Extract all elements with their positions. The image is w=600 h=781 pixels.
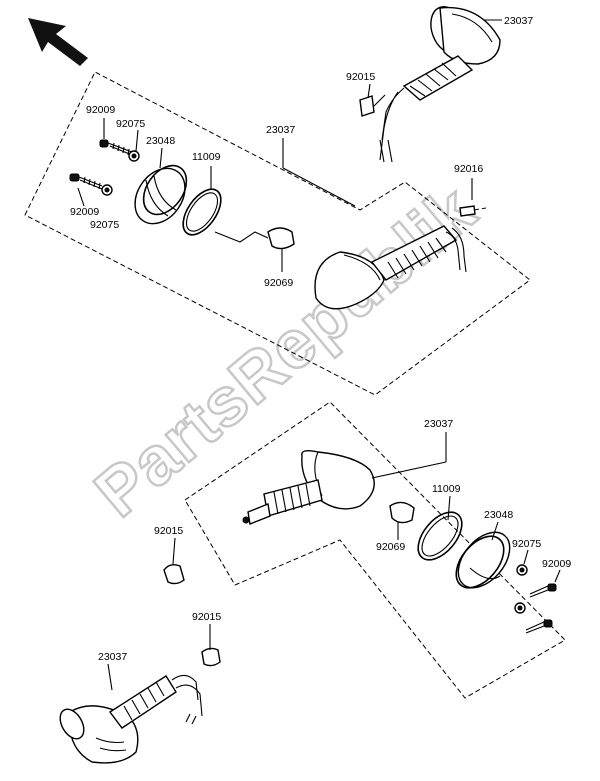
washer-92075-lower-b — [514, 602, 526, 614]
housing-23037-lower — [242, 449, 375, 525]
label-92069-upper: 92069 — [264, 277, 293, 289]
screw-92009-upper-a — [99, 139, 133, 156]
label-92016: 92016 — [454, 163, 483, 175]
bulb-92069-upper — [267, 227, 295, 262]
screw-92009-lower-a — [529, 583, 557, 598]
gasket-11009-lower — [417, 511, 463, 561]
lens-23048-upper — [134, 164, 188, 225]
lens-23048-lower — [455, 531, 511, 589]
housing-23037-upper — [314, 225, 467, 310]
label-92009-lower: 92009 — [542, 558, 571, 570]
connector-92015-lower-b — [201, 647, 221, 667]
turn-signal-assembly-top — [359, 6, 501, 163]
label-92075-upper-b: 92075 — [90, 219, 119, 231]
label-92015-lower-a: 92015 — [154, 525, 183, 537]
screw-92009-upper-b — [69, 173, 103, 190]
label-23037-lower: 23037 — [424, 418, 453, 430]
washer-92075-upper-b — [101, 184, 113, 196]
bulb-92069-lower — [389, 501, 415, 524]
lower-assembly-boundary — [184, 401, 566, 699]
label-23048-upper: 23048 — [146, 135, 175, 147]
washer-92075-lower — [516, 564, 528, 576]
washer-92075-upper-a — [128, 150, 140, 162]
label-23037-bottom-left: 23037 — [98, 651, 127, 663]
screw-92009-lower-b — [525, 619, 553, 634]
label-11009-lower: 11009 — [432, 483, 461, 495]
front-arrow-icon — [28, 18, 88, 66]
gasket-11009-upper — [182, 188, 222, 236]
connector-92016 — [459, 205, 487, 217]
label-92075-upper-a: 92075 — [116, 118, 145, 130]
label-23037-middle: 23037 — [266, 124, 295, 136]
label-92069-lower: 92069 — [376, 541, 405, 553]
connector-92015-top — [359, 95, 375, 117]
turn-signal-assembly-bottom — [59, 674, 203, 764]
label-23048-lower: 23048 — [484, 509, 513, 521]
watermark-text: PartsRepublik — [81, 171, 490, 531]
label-92009-upper-a: 92009 — [86, 104, 115, 116]
label-23037-top-right: 23037 — [504, 15, 533, 27]
label-92009-upper-b: 92009 — [70, 206, 99, 218]
connector-92015-lower-a — [163, 563, 185, 585]
label-11009-upper: 11009 — [192, 151, 221, 163]
label-92075-lower: 92075 — [512, 538, 541, 550]
label-92015-lower-b: 92015 — [192, 611, 221, 623]
label-92015-top: 92015 — [346, 71, 375, 83]
